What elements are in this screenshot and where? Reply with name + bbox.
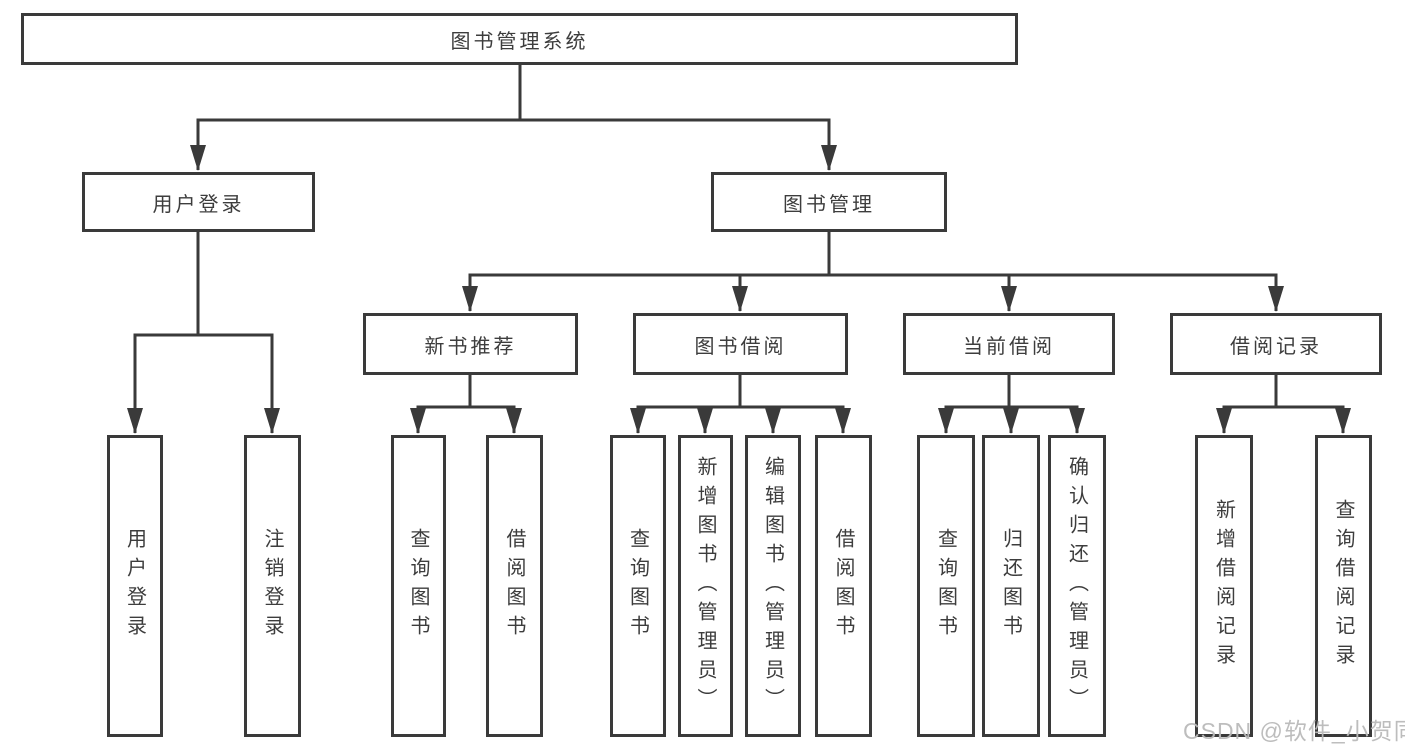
node-book-management: 图书管理 — [711, 172, 947, 232]
node-library-management-system: 图书管理系统 — [21, 13, 1018, 65]
leaf-return-books: 归还图书 — [982, 435, 1040, 737]
leaf-label: 确认归还（管理员） — [1065, 455, 1088, 717]
leaf-edit-books-admin: 编辑图书（管理员） — [745, 435, 801, 737]
leaf-label: 归还图书 — [999, 528, 1022, 644]
node-book-borrowing: 图书借阅 — [633, 313, 848, 375]
leaf-label: 查询图书 — [407, 528, 429, 644]
node-label: 当前借阅 — [963, 335, 1055, 358]
node-new-book-recommend: 新书推荐 — [363, 313, 578, 375]
leaf-user-login: 用户登录 — [107, 435, 163, 737]
leaf-add-books-admin: 新增图书（管理员） — [678, 435, 733, 737]
watermark: CSDN @软件_小贺同学 — [1183, 718, 1405, 744]
leaf-borrow-books: 借阅图书 — [486, 435, 543, 737]
node-label: 图书管理 — [783, 193, 875, 216]
node-label: 图书借阅 — [694, 335, 787, 358]
node-label: 用户登录 — [152, 193, 245, 216]
leaf-query-borrow-record: 查询借阅记录 — [1315, 435, 1372, 737]
leaf-label: 新增图书（管理员） — [694, 455, 716, 717]
leaf-label: 查询借阅记录 — [1332, 499, 1354, 673]
leaf-label: 借阅图书 — [832, 528, 854, 644]
node-label: 借阅记录 — [1230, 335, 1322, 358]
leaf-label: 编辑图书（管理员） — [761, 455, 784, 717]
leaf-logout: 注销登录 — [244, 435, 301, 737]
node-borrowing-records: 借阅记录 — [1170, 313, 1382, 375]
node-user-login: 用户登录 — [82, 172, 315, 232]
leaf-borrow-books: 借阅图书 — [815, 435, 872, 737]
leaf-confirm-return-admin: 确认归还（管理员） — [1048, 435, 1106, 737]
node-label: 新书推荐 — [424, 335, 517, 358]
leaf-label: 借阅图书 — [503, 528, 525, 644]
leaf-query-books: 查询图书 — [917, 435, 975, 737]
leaf-label: 查询图书 — [626, 528, 649, 644]
leaf-label: 查询图书 — [934, 528, 957, 644]
leaf-label: 新增借阅记录 — [1212, 499, 1235, 673]
node-current-borrowing: 当前借阅 — [903, 313, 1115, 375]
leaf-label: 用户登录 — [123, 528, 146, 644]
node-label: 图书管理系统 — [450, 30, 589, 53]
leaf-query-books: 查询图书 — [391, 435, 446, 737]
leaf-label: 注销登录 — [261, 528, 283, 644]
leaf-query-books: 查询图书 — [610, 435, 666, 737]
leaf-add-borrow-record: 新增借阅记录 — [1195, 435, 1253, 737]
